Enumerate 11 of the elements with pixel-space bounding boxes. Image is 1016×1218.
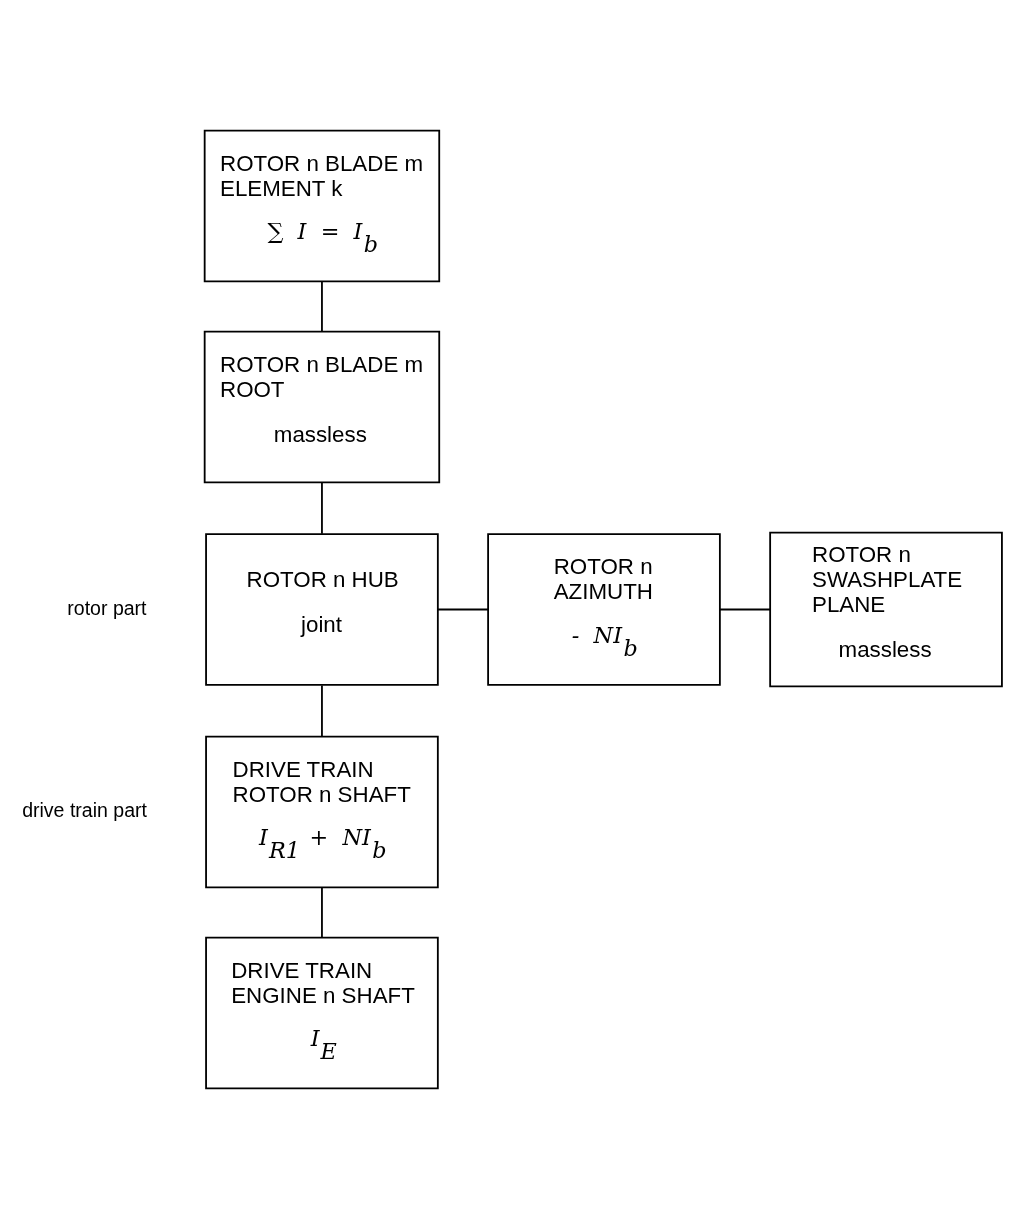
- node-box: ROTOR n BLADE m ROOT massless: [203, 330, 441, 483]
- node-box: ROTOR n SWASHPLATE PLANE massless: [769, 531, 1003, 687]
- label: drive train part: [22, 798, 148, 821]
- connector: [321, 280, 323, 332]
- connector: [321, 481, 323, 535]
- connector: [436, 608, 489, 610]
- connector: [321, 886, 323, 938]
- node-box: ROTOR n HUB joint: [205, 532, 439, 686]
- connector: [719, 608, 771, 610]
- label: rotor part: [67, 596, 147, 619]
- connector: [321, 684, 323, 737]
